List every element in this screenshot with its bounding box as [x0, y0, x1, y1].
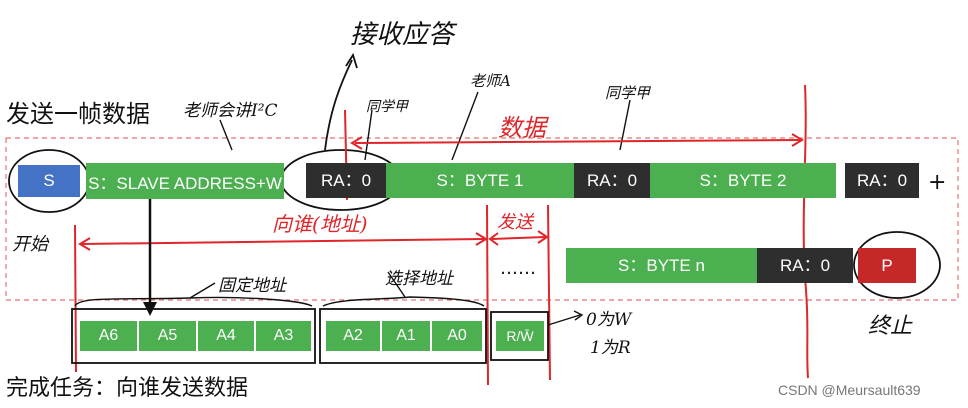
label-select-address: 选择地址: [385, 269, 453, 289]
bit-a0: A0: [432, 321, 482, 351]
label-fixed-address: 固定地址: [218, 276, 286, 296]
ack-block-n: RA：0: [757, 248, 853, 283]
ellipsis: ……: [500, 258, 536, 279]
ack-arrow: [324, 59, 353, 151]
watermark: CSDN @Meursault639: [778, 382, 921, 398]
bit-a3: A3: [256, 321, 311, 351]
label-one-r: 1为R: [590, 338, 631, 358]
red-divider-end: [802, 84, 809, 379]
start-bit-s: S: [18, 165, 80, 197]
byten-block: S：BYTE n: [566, 248, 757, 283]
label-ack: 接收应答: [350, 20, 455, 50]
label-teacher-a: 老师A: [470, 72, 511, 90]
label-to-whom: 向谁(地址): [272, 212, 368, 236]
ack-block-3: RA：0: [845, 163, 919, 198]
dashed-frame: [5, 137, 959, 301]
slave-address-block: S：SLAVE ADDRESS+W: [86, 163, 284, 199]
label-zero-w: 0为W: [586, 310, 632, 330]
bit-a2: A2: [326, 321, 382, 351]
bit-a4: A4: [198, 321, 256, 351]
bit-a1: A1: [382, 321, 432, 351]
bit-a5: A5: [139, 321, 198, 351]
fixed-address-box: [71, 308, 316, 364]
ack-block-1: RA：0: [306, 163, 386, 198]
label-send: 发送: [497, 212, 533, 233]
label-data: 数据: [498, 114, 546, 142]
bit-rw: R/W̄: [496, 321, 544, 351]
bottom-caption: 完成任务：向谁发送数据: [6, 376, 249, 401]
select-address-box: [319, 308, 487, 364]
label-classmate-b: 同学甲: [605, 84, 651, 102]
bit-a6: A6: [80, 321, 139, 351]
label-stop: 终止: [868, 314, 913, 339]
label-classmate: 同学甲: [366, 99, 408, 115]
byte2-block: S：BYTE 2: [650, 163, 836, 198]
stop-circle: [853, 231, 941, 299]
label-teacher-i2c: 老师会讲I²C: [183, 101, 278, 121]
stop-bit-p: P: [858, 248, 916, 283]
page-title: 发送一帧数据: [6, 100, 150, 128]
plus-sign: +: [928, 170, 947, 195]
ack-block-2: RA：0: [574, 163, 650, 198]
byte1-block: S：BYTE 1: [386, 163, 574, 198]
label-start: 开始: [12, 234, 48, 255]
rw-box: [490, 311, 549, 361]
